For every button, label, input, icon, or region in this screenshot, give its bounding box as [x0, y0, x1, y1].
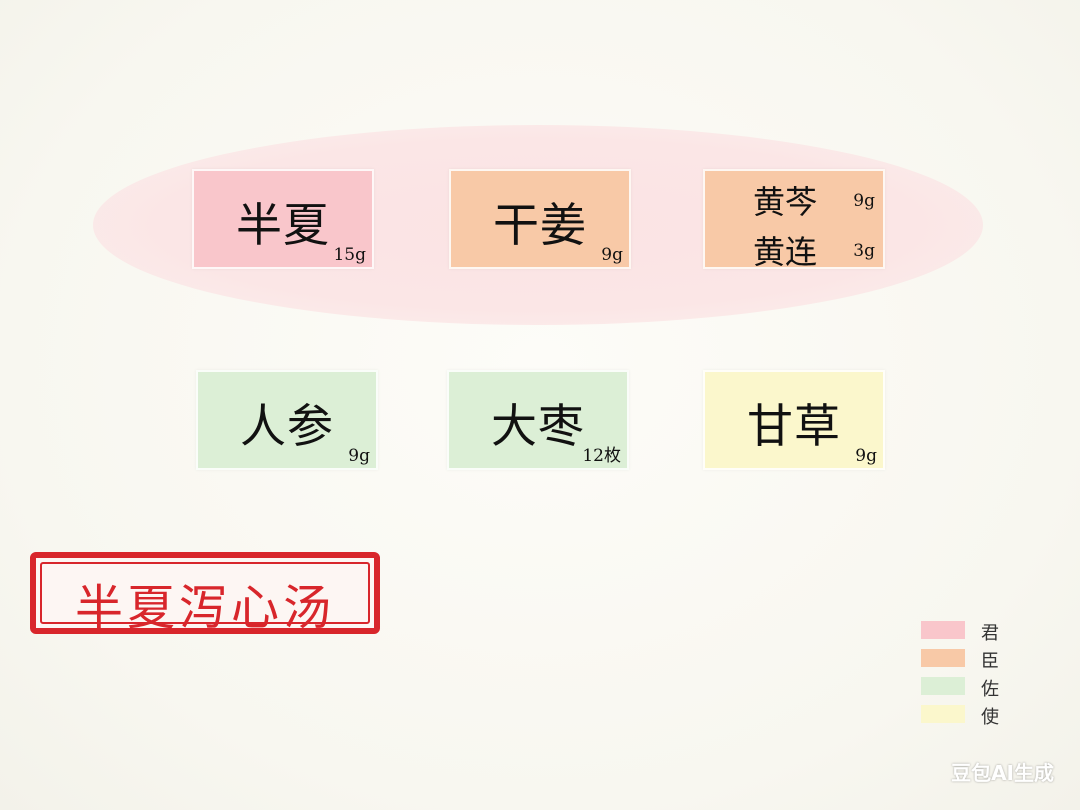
formula-seal: 半夏泻心汤 — [30, 552, 380, 636]
legend: 君 臣 佐 使 — [921, 619, 1061, 731]
herb-card-ganjiang: 干姜 9g — [449, 169, 631, 269]
herb-dose: 12枚 — [582, 446, 621, 466]
legend-swatch — [921, 705, 965, 723]
legend-item-chen: 臣 — [921, 647, 1061, 675]
legend-item-shi: 使 — [921, 703, 1061, 731]
herb-dose: 9g — [855, 446, 877, 466]
herb-sub-row-huanglian: 黄连 3g — [705, 227, 883, 271]
herb-dose: 9g — [853, 191, 875, 211]
herb-dose: 9g — [348, 446, 370, 466]
legend-label: 佐 — [981, 679, 999, 700]
herb-name: 大枣 — [491, 399, 585, 453]
herb-dose: 3g — [853, 241, 875, 261]
legend-swatch — [921, 649, 965, 667]
herb-name: 干姜 — [493, 198, 587, 252]
herb-name: 黄连 — [753, 233, 818, 271]
legend-label: 君 — [981, 623, 999, 644]
herb-name: 甘草 — [747, 399, 841, 453]
legend-swatch — [921, 621, 965, 639]
legend-label: 使 — [981, 707, 999, 728]
legend-item-zuo: 佐 — [921, 675, 1061, 703]
herb-card-dazao: 大枣 12枚 — [447, 370, 629, 470]
herb-name: 人参 — [240, 399, 334, 453]
formula-title: 半夏泻心汤 — [74, 580, 335, 636]
herb-card-renshen: 人参 9g — [196, 370, 378, 470]
herb-sub-row-huangqin: 黄芩 9g — [705, 177, 883, 221]
legend-label: 臣 — [981, 651, 999, 672]
seal-inner-border — [40, 562, 370, 624]
legend-item-jun: 君 — [921, 619, 1061, 647]
watermark: 豆包AI生成 — [951, 761, 1054, 785]
herb-dose: 9g — [601, 245, 623, 265]
herb-name: 黄芩 — [753, 183, 818, 221]
herb-name: 半夏 — [236, 198, 330, 252]
legend-swatch — [921, 677, 965, 695]
herb-card-banxia: 半夏 15g — [192, 169, 374, 269]
herb-card-huangqin-huanglian: 黄芩 9g 黄连 3g — [703, 169, 885, 271]
herb-card-gancao: 甘草 9g — [703, 370, 885, 470]
herb-dose: 15g — [333, 245, 366, 265]
